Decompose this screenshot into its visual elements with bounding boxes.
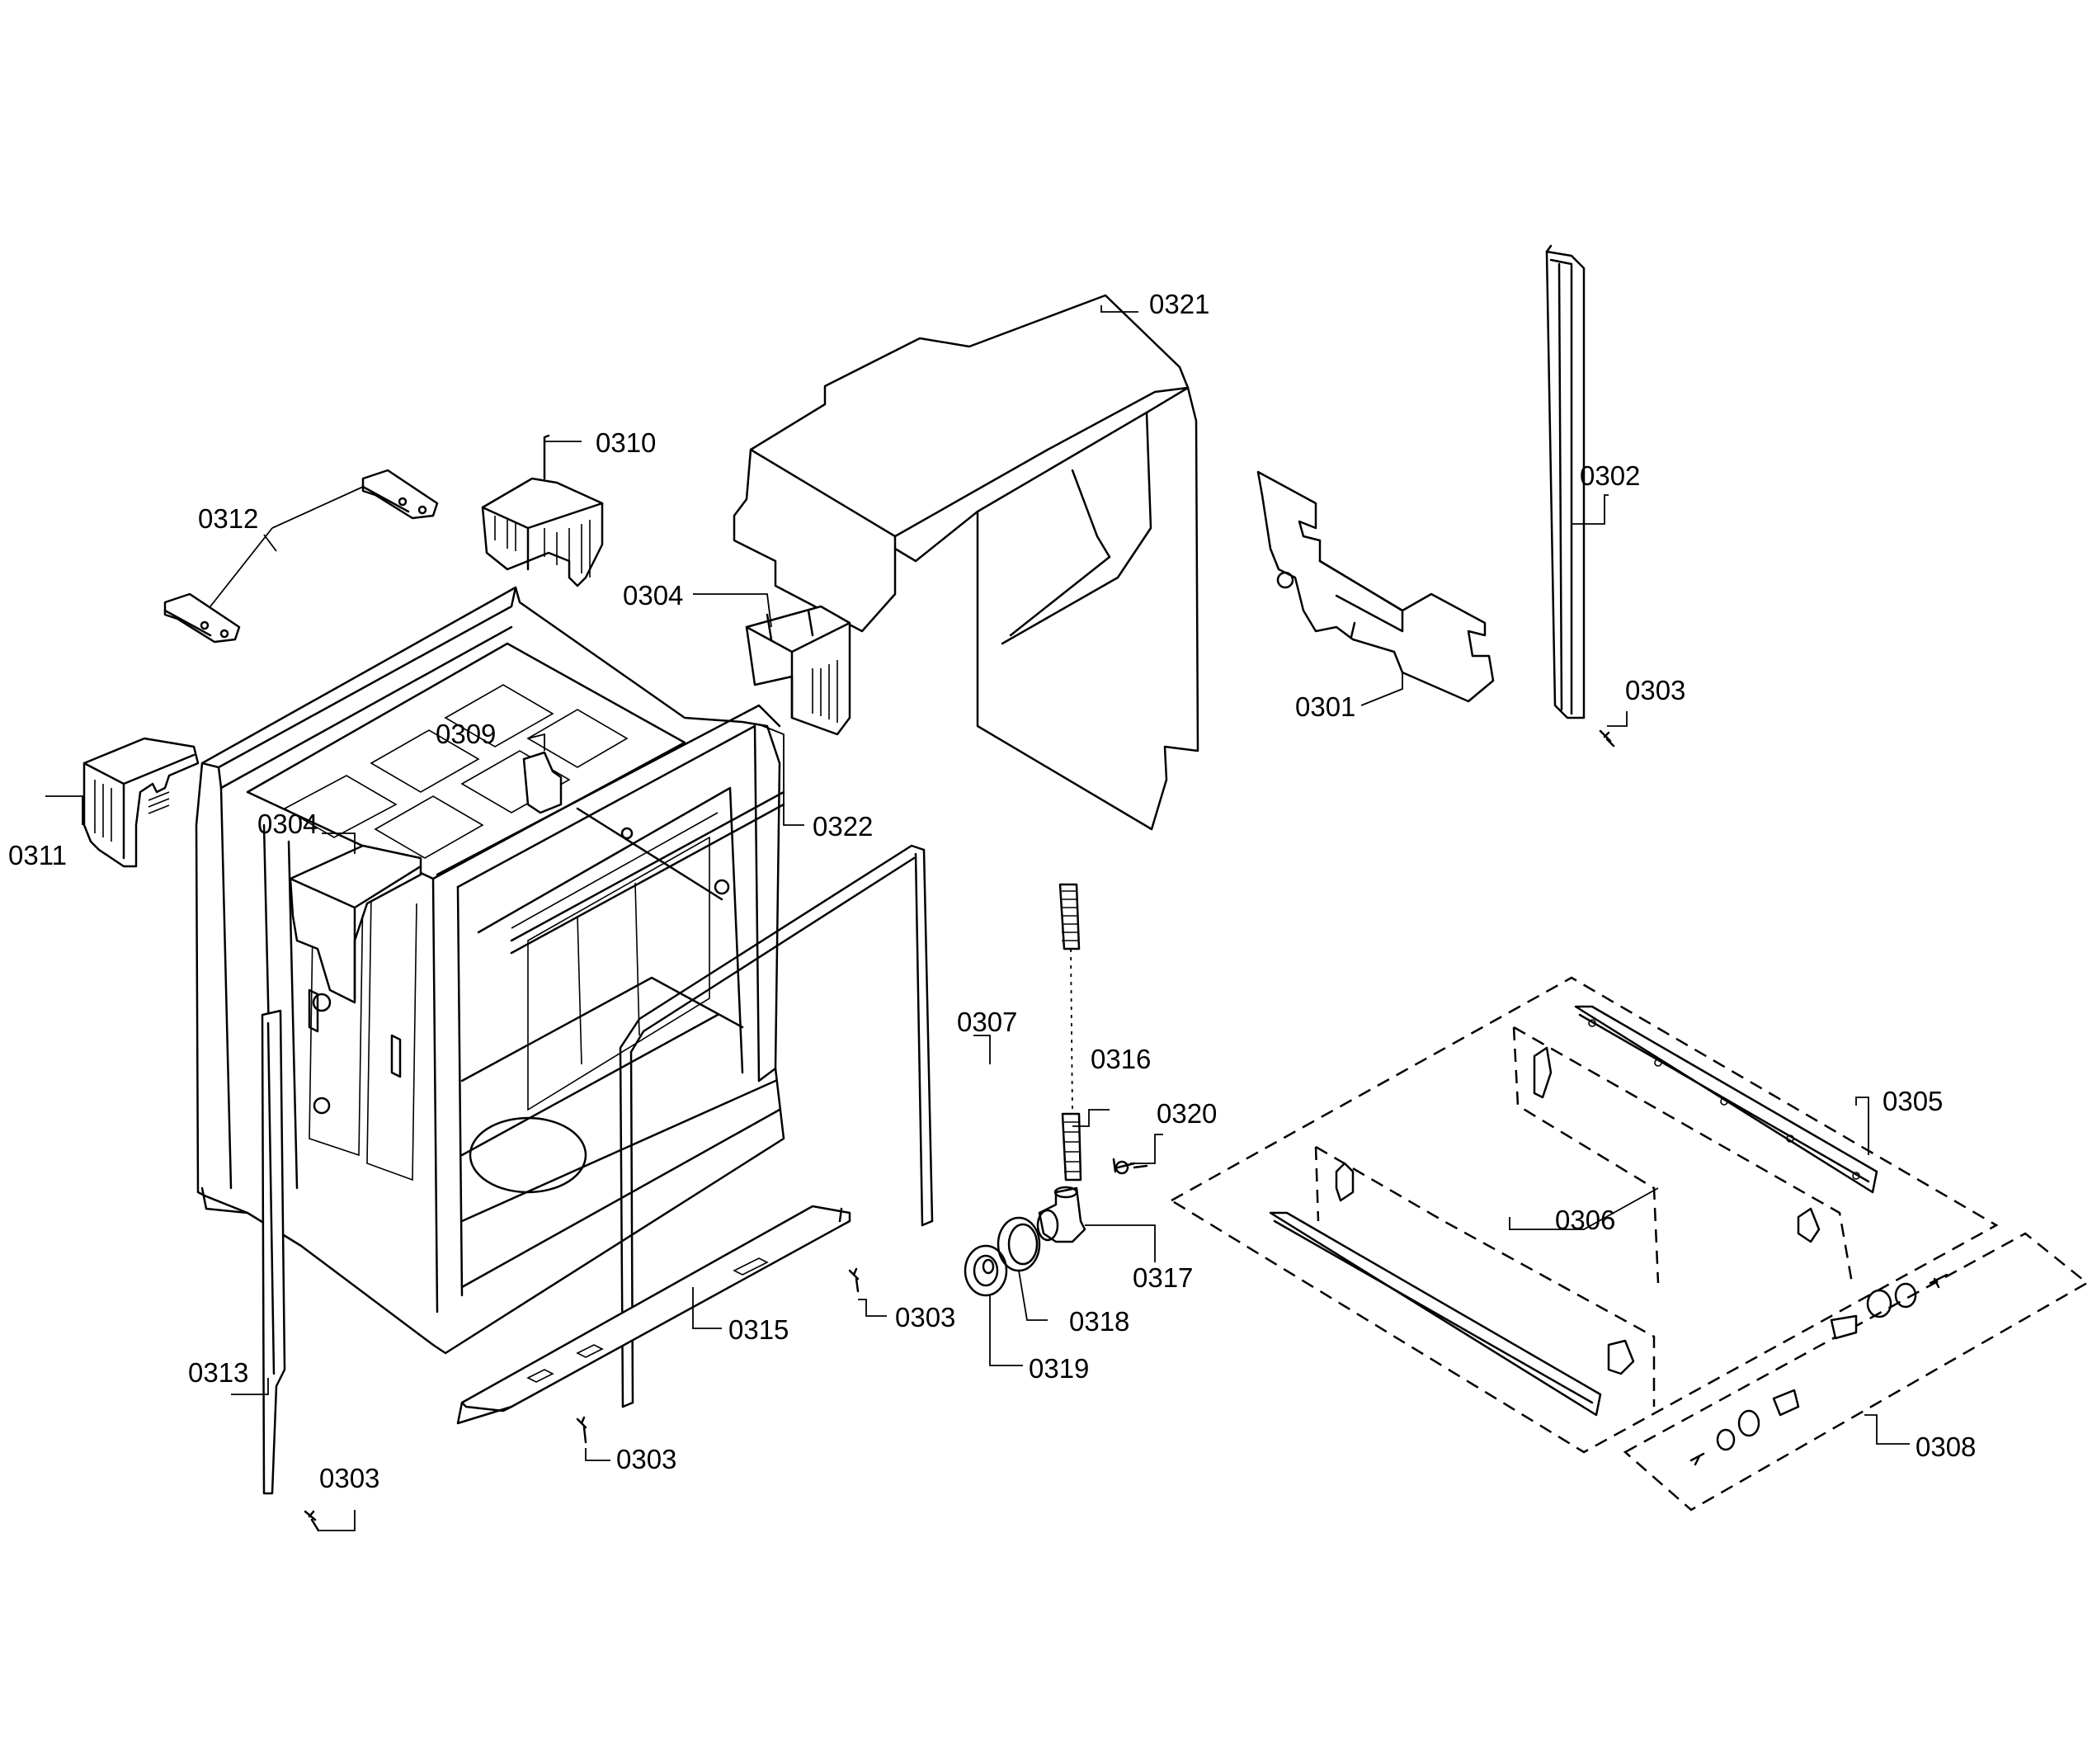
part-0317-elbow <box>1036 1186 1086 1243</box>
callout-0313: 0313 <box>188 1357 249 1388</box>
part-0304-lower-clip <box>289 844 422 1115</box>
callout-0303-c: 0303 <box>616 1444 677 1474</box>
callout-0303-a: 0303 <box>1625 675 1686 705</box>
part-tub <box>195 586 785 1355</box>
callout-0317: 0317 <box>1133 1262 1194 1293</box>
part-0303-screw-a <box>1599 729 1615 748</box>
part-0307-seal <box>619 844 934 1408</box>
part-0311-clip <box>82 737 200 868</box>
callout-0307: 0307 <box>957 1007 1018 1037</box>
callout-0321: 0321 <box>1149 289 1210 319</box>
callout-0311: 0311 <box>8 840 67 870</box>
part-0308-feet-kit <box>1169 976 2090 1512</box>
part-0305-rail <box>1574 1005 1878 1194</box>
callout-0316: 0316 <box>1091 1044 1152 1074</box>
callout-0304-upper: 0304 <box>623 580 684 611</box>
callout-0301: 0301 <box>1295 691 1356 722</box>
part-0303-screw-b <box>304 1510 320 1532</box>
callout-0319: 0319 <box>1029 1353 1090 1384</box>
part-0315-base-panel <box>456 1205 851 1425</box>
part-0304-upper-clip <box>745 605 851 736</box>
callout-0305: 0305 <box>1883 1086 1944 1116</box>
part-0302-side-strip <box>1545 244 1586 719</box>
callout-0303-d: 0303 <box>319 1463 380 1493</box>
callout-0318: 0318 <box>1069 1306 1130 1337</box>
callout-0320: 0320 <box>1157 1098 1218 1129</box>
callout-0308: 0308 <box>1916 1431 1977 1462</box>
callout-0312: 0312 <box>198 503 259 534</box>
callout-0302: 0302 <box>1580 460 1641 491</box>
part-0319-nut <box>964 1244 1008 1297</box>
callout-0303-b: 0303 <box>895 1302 956 1332</box>
callout-0309: 0309 <box>436 719 497 749</box>
leader-lines <box>45 305 1910 1531</box>
part-0303-screw-d <box>576 1416 587 1444</box>
part-0313-side-strip <box>261 1009 286 1495</box>
part-0312-hinge-plates <box>163 469 439 644</box>
callout-0304-lower: 0304 <box>257 809 318 839</box>
part-0316-hose <box>1058 883 1082 1182</box>
callout-0322: 0322 <box>813 811 874 842</box>
part-0301-bracket <box>1256 470 1495 703</box>
callout-0310: 0310 <box>596 427 657 458</box>
callout-0315: 0315 <box>728 1314 789 1345</box>
part-0306-rail-kit <box>1269 1026 1854 1417</box>
part-0310-connector <box>481 434 604 587</box>
part-0321-cover <box>733 294 1199 831</box>
part-0303-screw-c <box>848 1267 860 1293</box>
part-0320-screw <box>1112 1158 1148 1175</box>
callout-0306: 0306 <box>1555 1205 1616 1235</box>
